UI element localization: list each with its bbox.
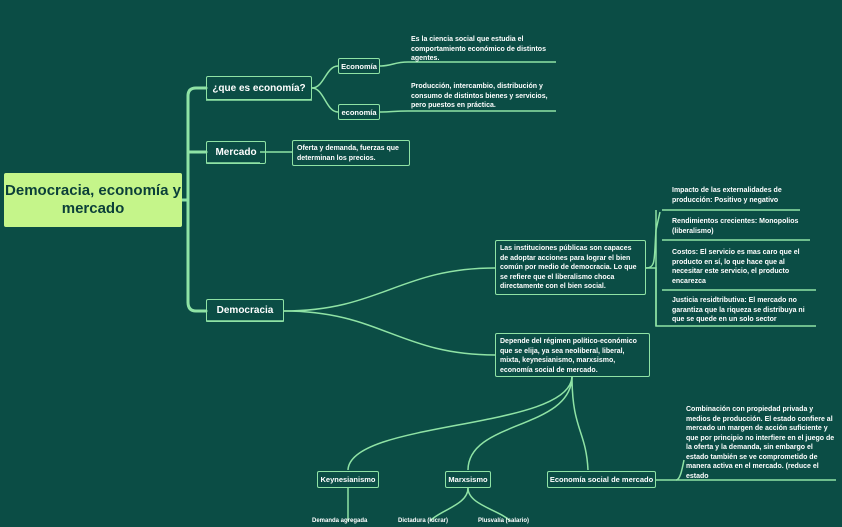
root-title: Democracia, economía y mercado — [5, 182, 181, 217]
root-topic[interactable]: Democracia, economía y mercado — [4, 173, 182, 227]
subtopic-economia-practica-label: economía — [341, 107, 377, 117]
subtopic-keynesianismo[interactable]: Keynesianismo — [317, 471, 379, 488]
topic-democracia[interactable]: Democracia — [206, 299, 284, 322]
economia-definicion-text: Es la ciencia social que estudia el comp… — [411, 36, 546, 62]
instituciones-publicas-box[interactable]: Las instituciones públicas son capaces d… — [495, 240, 646, 295]
point-rendimientos: Rendimientos crecientes: Monopolios (lib… — [672, 218, 799, 235]
subtopic-economia-practica[interactable]: economía — [338, 104, 380, 120]
topic-mercado-label: Mercado — [215, 147, 257, 158]
point-externalidades: Impacto de las externalidades de producc… — [672, 187, 782, 204]
topic-democracia-label: Democracia — [216, 305, 274, 316]
economia-social-text: Combinación con propiedad privada y medi… — [686, 406, 835, 480]
point-justicia: Justicia residtributiva: El mercado no g… — [672, 297, 805, 323]
topic-que-es-economia[interactable]: ¿que es economía? — [206, 76, 312, 100]
subtopic-keynesianismo-label: Keynesianismo — [320, 475, 376, 484]
marxismo-sub-dictadura: Dictadura (lucrar) — [398, 518, 449, 524]
keynesianismo-sub: Demanda agregada — [312, 518, 368, 524]
mercado-description[interactable]: Oferta y demanda, fuerzas que determinan… — [292, 140, 410, 166]
marxismo-sub-plusvalia: Plusvalía (salario) — [478, 518, 530, 524]
subtopic-economia-social-label: Economía social de mercado — [549, 475, 654, 484]
point-costos: Costos: El servicio es mas caro que el p… — [672, 249, 800, 285]
subtopic-marxismo[interactable]: Marxsismo — [445, 471, 491, 488]
subtopic-economia-definicion[interactable]: Economía — [338, 58, 380, 74]
topic-mercado[interactable]: Mercado — [206, 141, 266, 164]
economia-practica-text: Producción, intercambio, distribución y … — [411, 83, 548, 109]
subtopic-marxismo-label: Marxsismo — [448, 475, 488, 484]
regimen-politico-box[interactable]: Depende del régimen político-económico q… — [495, 333, 650, 377]
topic-que-es-economia-label: ¿que es economía? — [212, 82, 306, 94]
subtopic-economia-definicion-label: Economía — [341, 61, 377, 71]
subtopic-economia-social[interactable]: Economía social de mercado — [547, 471, 656, 488]
